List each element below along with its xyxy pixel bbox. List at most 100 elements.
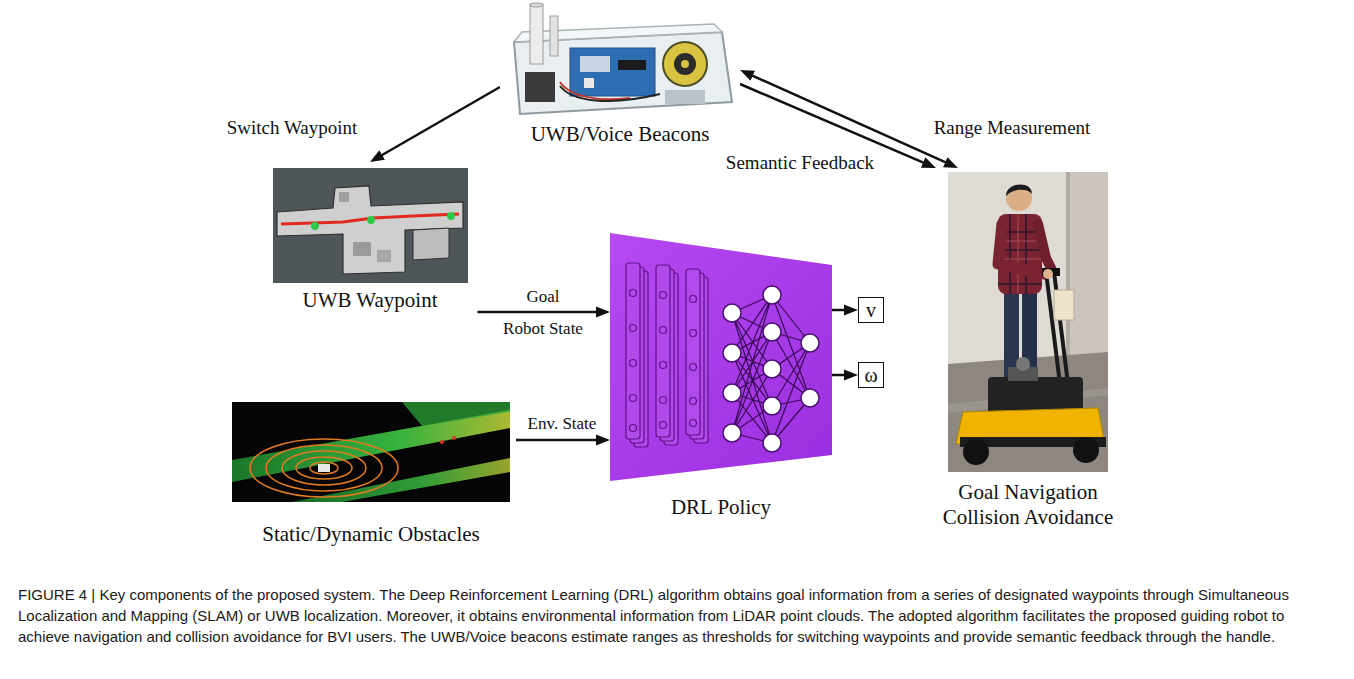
arrow-connector (377, 87, 500, 158)
policy-network-shape-part-part (763, 286, 781, 304)
robot-user-photo-part (1066, 172, 1108, 367)
policy-network-shape-part (732, 295, 810, 443)
beacon-photo-part (570, 48, 655, 96)
node-label: v (866, 298, 876, 322)
policy-network-shape-part (723, 286, 819, 452)
beacon-photo-part (663, 42, 707, 86)
beacon-node: UWB/Voice Beacons (500, 2, 740, 153)
robot-user-photo-part (1006, 185, 1032, 211)
slam-map-image-part (413, 228, 449, 260)
policy-network-shape-part-part (763, 434, 781, 452)
lidar-point-cloud-part (292, 458, 510, 502)
lidar-point-cloud-part-part (310, 462, 338, 474)
lidar-point-cloud-part (440, 440, 444, 444)
robot-user-photo-part (1038, 224, 1052, 270)
output-box: v (858, 297, 884, 323)
policy-network-shape-part-part (690, 330, 697, 337)
beacon-photo-part (681, 60, 689, 68)
robot-user-photo-part (1043, 269, 1053, 279)
policy-network-shape-part-part (801, 334, 819, 352)
arrow-connector (832, 309, 850, 312)
robot-user-photo-part (1066, 172, 1070, 367)
beacon-photo-part (618, 60, 646, 70)
lidar-point-cloud-part-part (296, 457, 352, 479)
lidar-point-cloud-part-part (266, 445, 382, 491)
robot-user-photo-part (948, 352, 1108, 472)
policy-network-shape-part-part (660, 327, 667, 334)
policy-network-shape-part-part (630, 325, 637, 332)
slam-map-image-part (311, 222, 319, 230)
edge-label: Goal (524, 287, 561, 307)
arrow-connector (478, 311, 603, 314)
slam-map-image-part (339, 192, 349, 202)
policy-network-shape-part (630, 290, 697, 432)
arrow-connector (832, 374, 850, 377)
node-label: Static/Dynamic Obstacles (262, 522, 480, 547)
slam-map-image-part (277, 186, 463, 274)
edge-sublabel: Robot State (501, 319, 585, 339)
lidar-point-cloud-part-part (250, 439, 398, 497)
beacon-photo-part (514, 24, 722, 42)
beacon-photo-part (550, 16, 558, 56)
lidar-point-cloud-part (452, 436, 456, 440)
beacon-photo-part (580, 56, 610, 72)
robot-user-photo (948, 172, 1108, 472)
policy-network-shape-part-part (763, 323, 781, 341)
waypoint-node: UWB Waypoint (263, 162, 478, 319)
node-label: DRL Policy (671, 495, 771, 520)
lidar-point-cloud-part-part (282, 451, 366, 485)
policy-network-shape-part-part (723, 304, 741, 322)
beacon-photo-part (525, 72, 555, 102)
lidar-point-cloud-part (250, 439, 398, 497)
policy-network-shape (610, 233, 832, 481)
robot-user-photo-part (1054, 272, 1068, 384)
beacon-photo-part (674, 53, 696, 75)
edge-label: Range Measurement (932, 117, 1093, 140)
policy-network-shape-part-part (656, 265, 670, 437)
policy-network-shape-part-part (690, 296, 697, 303)
node-label: UWB Waypoint (303, 288, 438, 313)
robot-user-photo-part (1054, 290, 1074, 320)
robot-user-photo-part (1006, 184, 1032, 196)
policy-network-shape-part-part (630, 425, 637, 432)
policy-network-shape-part-part (686, 269, 700, 435)
robot-user-photo-part (1016, 357, 1030, 371)
beacon-photo-part (500, 2, 740, 120)
beacon-photo-part (665, 90, 705, 104)
policy-network-shape-part-part (763, 397, 781, 415)
policy-network-shape-part-part (630, 360, 637, 367)
slam-map-image-part (353, 242, 371, 256)
node-label: ω (864, 363, 877, 387)
obstacle-node: Static/Dynamic Obstacles (226, 398, 516, 553)
lidar-point-cloud-part (318, 464, 330, 472)
beacon-photo-part (560, 82, 630, 99)
slam-map-image-part (447, 212, 455, 220)
beacon-photo-part (530, 4, 543, 64)
robot-user-photo-part (948, 172, 1108, 472)
node-label: UWB/Voice Beacons (531, 122, 710, 147)
output-box: ω (858, 362, 884, 388)
lidar-point-cloud-part (402, 402, 510, 426)
edge-label: Env. State (526, 414, 599, 434)
lidar-point-cloud-part (232, 402, 510, 502)
policy-network-shape-part-part (690, 398, 697, 405)
robot-user-photo-part (1073, 437, 1099, 463)
beacon-photo (500, 2, 740, 120)
lidar-point-cloud (232, 402, 510, 502)
policy-network-shape-part-part (630, 290, 637, 297)
arrow-connector (516, 439, 602, 442)
policy-network-shape-part-part (660, 362, 667, 369)
slam-map-image-part (273, 168, 468, 283)
policy-network-shape-part (626, 263, 708, 447)
policy-network-shape-part-part (660, 292, 667, 299)
policy-network-shape-part-part (801, 389, 819, 407)
slam-map-image (273, 168, 468, 283)
policy-network-shape-part-part (723, 424, 741, 442)
robot-node: Goal Navigation Collision Avoidance (923, 168, 1133, 536)
policy-network-shape-part-part (626, 263, 640, 439)
edge-label: Semantic Feedback (724, 152, 876, 175)
beacon-photo-part (514, 32, 732, 114)
policy-network-shape-part-part (690, 420, 697, 427)
policy-node: DRL Policy (610, 233, 832, 526)
